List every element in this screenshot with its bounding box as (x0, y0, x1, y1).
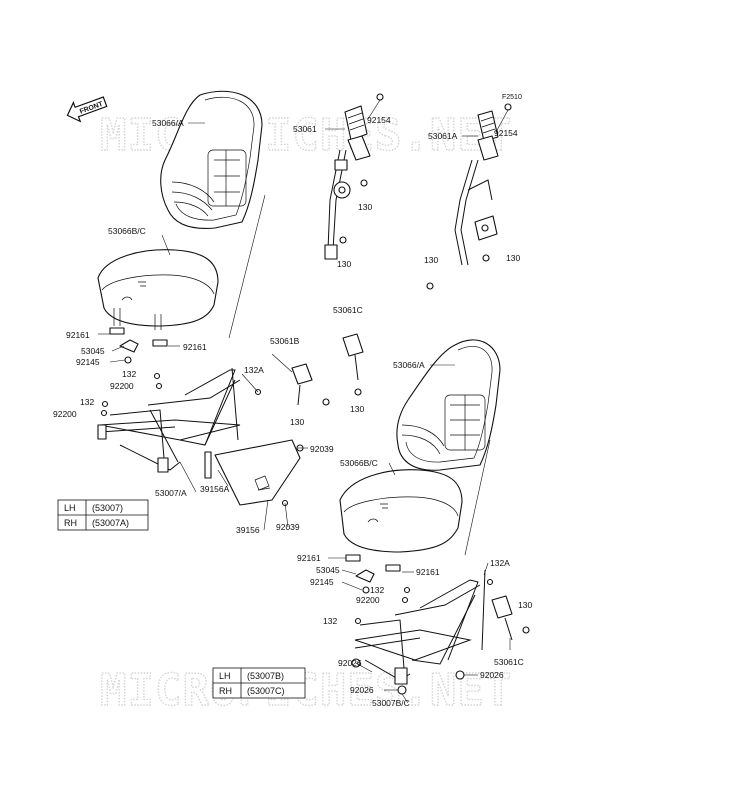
table-b-side-0: LH (219, 671, 231, 681)
label-53007bc: 53007B/C (372, 698, 410, 708)
reference-table-a: LH (53007) RH (53007A) (57, 499, 149, 531)
label-92200-c: 92200 (356, 595, 380, 605)
label-130-b: 130 (337, 259, 351, 269)
watermark-bottom: MICROFICHES.NET (100, 665, 512, 716)
table-b-code-0: (53007B) (247, 671, 284, 681)
label-39156: 39156 (236, 525, 260, 535)
label-92026-c: 92026 (350, 685, 374, 695)
label-92154-a: 92154 (367, 115, 391, 125)
table-a-code-0: (53007) (92, 503, 123, 513)
seat-belt-middle (342, 333, 364, 396)
label-53061c-bot: 53061C (494, 657, 524, 667)
label-132-b: 132 (80, 397, 94, 407)
label-53007a: 53007/A (155, 488, 187, 498)
label-92161-d: 92161 (416, 567, 440, 577)
seat-frame-lower (351, 569, 486, 695)
label-130-a: 130 (358, 202, 372, 212)
label-92161-c: 92161 (297, 553, 321, 563)
label-92026-a: 92026 (338, 658, 362, 668)
label-53066bc-bot: 53066B/C (340, 458, 378, 468)
label-53061c-top: 53061C (333, 305, 363, 315)
label-132-c: 132 (370, 585, 384, 595)
figure-code: F2510 (502, 94, 522, 101)
label-53066a-top: 53066/A (152, 118, 184, 128)
table-a-side-1: RH (64, 518, 77, 528)
seat-back-lower (396, 339, 501, 471)
seat-cushion-upper (97, 249, 219, 364)
cover-plate (204, 439, 304, 506)
label-132-d: 132 (323, 616, 337, 626)
label-92145-b: 92145 (310, 577, 334, 587)
label-132a-a: 132A (244, 365, 264, 375)
label-132a-b: 132A (490, 558, 510, 568)
seat-belt-upper-mid (324, 93, 384, 260)
leader-lines (98, 99, 511, 704)
seat-belt-53061b (291, 363, 330, 406)
hardware-bolts (100, 372, 494, 625)
label-130-c: 130 (424, 255, 438, 265)
label-53045-b: 53045 (316, 565, 340, 575)
label-92154-b: 92154 (494, 128, 518, 138)
label-92039-b: 92039 (276, 522, 300, 532)
seat-frame-upper (97, 367, 241, 473)
label-92200-b: 92200 (53, 409, 77, 419)
seat-belt-lower (491, 595, 530, 641)
label-130-d: 130 (506, 253, 520, 263)
label-92200-a: 92200 (110, 381, 134, 391)
table-b-code-1: (53007C) (247, 686, 285, 696)
label-130-g: 130 (518, 600, 532, 610)
table-a-side-0: LH (64, 503, 76, 513)
label-53061a: 53061A (428, 131, 458, 141)
label-53045-a: 53045 (81, 346, 105, 356)
label-53066bc-top: 53066B/C (108, 226, 146, 236)
label-92039-a: 92039 (310, 444, 334, 454)
reference-table-b: LH (53007B) RH (53007C) (212, 667, 306, 699)
label-132-a: 132 (122, 369, 136, 379)
label-53061b: 53061B (270, 336, 300, 346)
label-39156a: 39156A (200, 484, 230, 494)
seat-belt-upper-right (426, 103, 512, 290)
label-92161-a: 92161 (66, 330, 90, 340)
label-92161-b: 92161 (183, 342, 207, 352)
label-53061: 53061 (293, 124, 317, 134)
label-130-f: 130 (350, 404, 364, 414)
label-92145-a: 92145 (76, 357, 100, 367)
seat-back-upper (160, 90, 263, 229)
label-53066a-bot: 53066/A (393, 360, 425, 370)
label-92026-b: 92026 (480, 670, 504, 680)
seat-cushion-lower (339, 469, 463, 594)
label-130-e: 130 (290, 417, 304, 427)
table-a-code-1: (53007A) (92, 518, 129, 528)
table-b-side-1: RH (219, 686, 232, 696)
